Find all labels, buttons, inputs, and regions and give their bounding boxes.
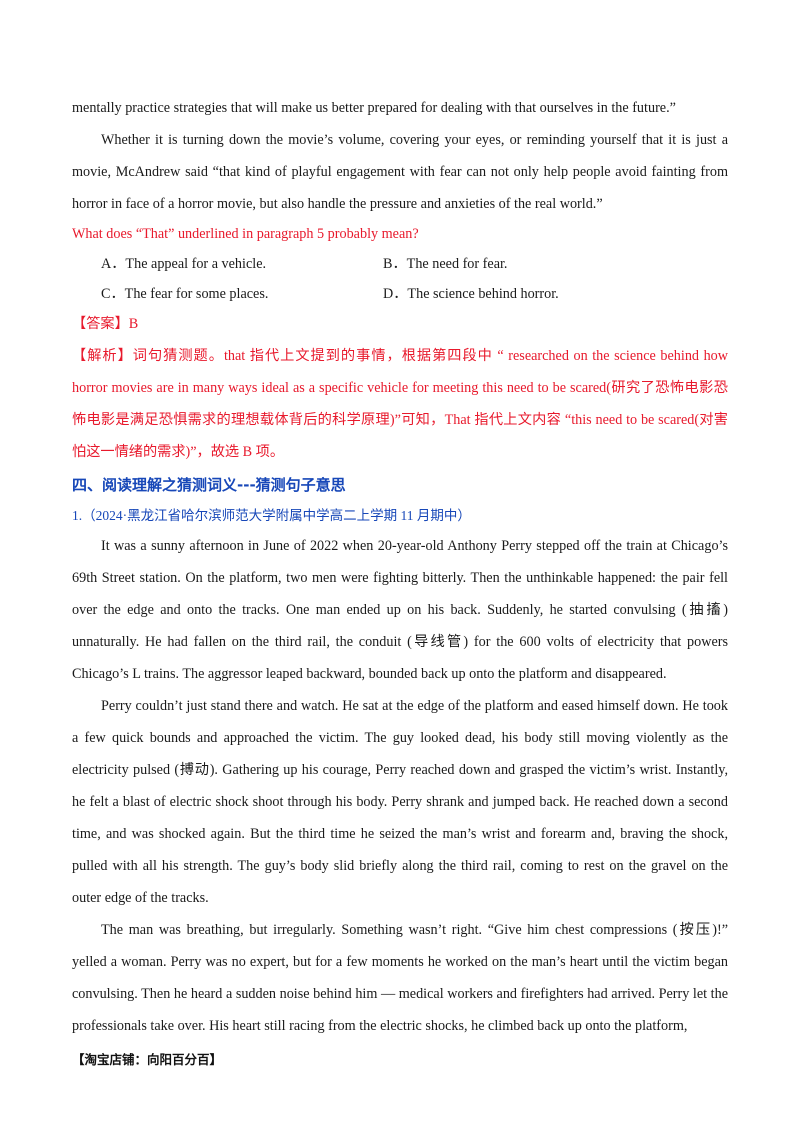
section-heading: 四、阅读理解之猜测词义---猜测句子意思: [72, 476, 346, 494]
footer-shop-label: 【淘宝店铺：向阳百分百】: [72, 1052, 223, 1067]
passage-paragraph: The man was breathing, but irregularly. …: [72, 922, 728, 1034]
passage-paragraph: It was a sunny afternoon in June of 2022…: [72, 538, 728, 682]
question-text: What does “That” underlined in paragraph…: [72, 226, 419, 242]
option-d: D．The science behind horror.: [383, 286, 559, 302]
document-page: mentally practice strategies that will m…: [72, 92, 728, 1042]
passage-paragraph: Whether it is turning down the movie’s v…: [72, 132, 728, 212]
passage-paragraph: mentally practice strategies that will m…: [72, 100, 676, 116]
option-a: A．The appeal for a vehicle.: [101, 256, 267, 272]
answer-options: A．The appeal for a vehicle. B．The need f…: [72, 249, 728, 309]
option-b: B．The need for fear.: [383, 256, 508, 272]
question-source: 1.（2024·黑龙江省哈尔滨师范大学附属中学高二上学期 11 月期中）: [72, 508, 471, 523]
answer-line: 【答案】B: [72, 316, 139, 332]
option-c: C．The fear for some places.: [101, 286, 269, 302]
analysis-text: 【解析】词句猜测题。that 指代上文提到的事情，根据第四段中 “ resear…: [72, 348, 728, 460]
passage-paragraph: Perry couldn’t just stand there and watc…: [72, 698, 728, 906]
